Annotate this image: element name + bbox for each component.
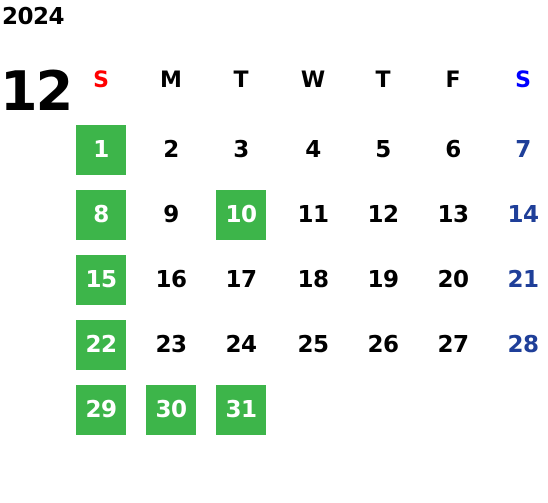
day-cell-14[interactable]: 14 bbox=[507, 202, 539, 228]
day-cell-12[interactable]: 12 bbox=[367, 202, 399, 228]
weekday-header-tuesday: T bbox=[233, 68, 249, 93]
day-cell-31[interactable]: 31 bbox=[216, 385, 266, 435]
day-cell-23[interactable]: 23 bbox=[155, 332, 187, 358]
day-cell-24[interactable]: 24 bbox=[225, 332, 257, 358]
day-cell-8[interactable]: 8 bbox=[76, 190, 126, 240]
day-cell-2[interactable]: 2 bbox=[163, 137, 179, 163]
day-cell-9[interactable]: 9 bbox=[163, 202, 179, 228]
weekday-header-saturday: S bbox=[515, 68, 531, 93]
day-cell-21[interactable]: 21 bbox=[507, 267, 539, 293]
day-cell-19[interactable]: 19 bbox=[367, 267, 399, 293]
day-cell-26[interactable]: 26 bbox=[367, 332, 399, 358]
day-cell-20[interactable]: 20 bbox=[437, 267, 469, 293]
weekday-header-sunday: S bbox=[93, 68, 109, 93]
day-cell-4[interactable]: 4 bbox=[305, 137, 321, 163]
day-cell-30[interactable]: 30 bbox=[146, 385, 196, 435]
day-cell-27[interactable]: 27 bbox=[437, 332, 469, 358]
year-label: 2024 bbox=[2, 4, 65, 30]
day-cell-11[interactable]: 11 bbox=[297, 202, 329, 228]
day-cell-28[interactable]: 28 bbox=[507, 332, 539, 358]
day-cell-29[interactable]: 29 bbox=[76, 385, 126, 435]
day-cell-13[interactable]: 13 bbox=[437, 202, 469, 228]
day-cell-3[interactable]: 3 bbox=[233, 137, 249, 163]
day-cell-6[interactable]: 6 bbox=[445, 137, 461, 163]
day-cell-10[interactable]: 10 bbox=[216, 190, 266, 240]
day-cell-5[interactable]: 5 bbox=[375, 137, 391, 163]
day-cell-15[interactable]: 15 bbox=[76, 255, 126, 305]
weekday-header-wednesday: W bbox=[300, 68, 326, 93]
day-cell-16[interactable]: 16 bbox=[155, 267, 187, 293]
day-cell-7[interactable]: 7 bbox=[515, 137, 531, 163]
weekday-header-thursday: T bbox=[375, 68, 391, 93]
weekday-header-friday: F bbox=[445, 68, 461, 93]
day-cell-22[interactable]: 22 bbox=[76, 320, 126, 370]
month-number: 12 bbox=[0, 60, 73, 123]
weekday-header-monday: M bbox=[160, 68, 182, 93]
day-cell-25[interactable]: 25 bbox=[297, 332, 329, 358]
day-cell-1[interactable]: 1 bbox=[76, 125, 126, 175]
day-cell-18[interactable]: 18 bbox=[297, 267, 329, 293]
day-cell-17[interactable]: 17 bbox=[225, 267, 257, 293]
